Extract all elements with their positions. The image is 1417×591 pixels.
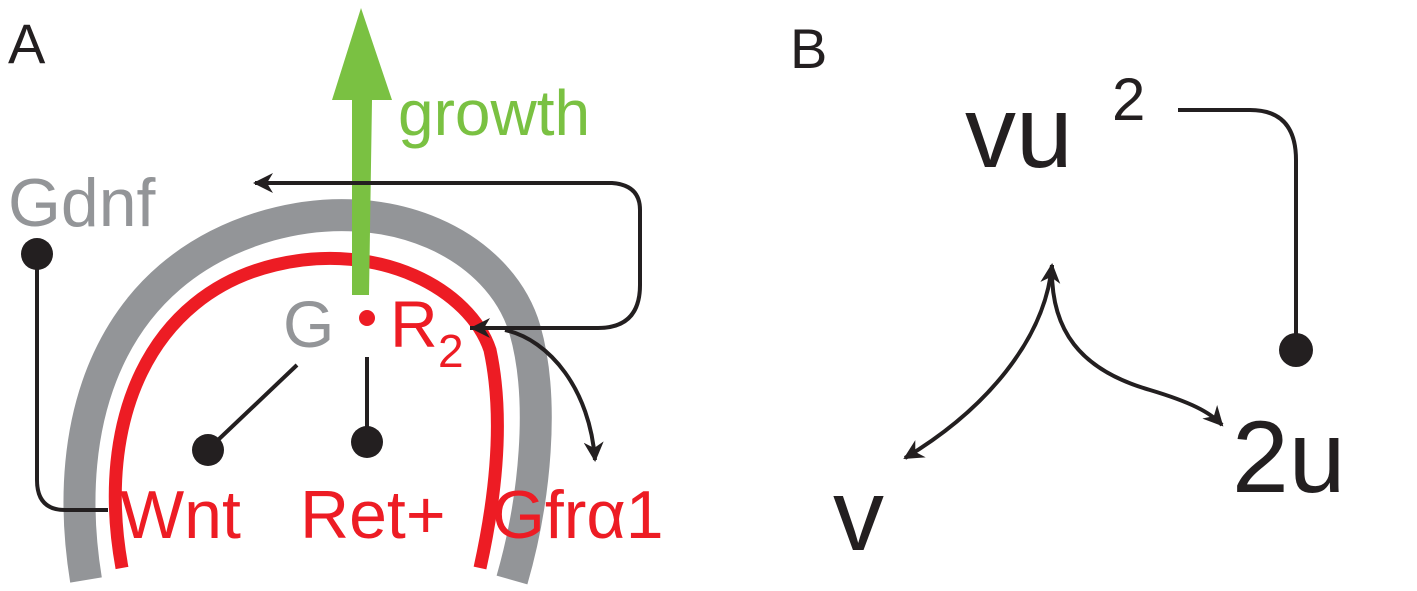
gdnf-label: Gdnf [8,165,156,241]
vu2-term-base: vu [965,75,1073,189]
wnt-label: Wnt [120,477,241,553]
epithelium-gray-arch [63,199,552,585]
gfra1-label: Gfrα1 [492,477,664,553]
ret-label: Ret+ [300,477,446,553]
complex-wnt-link [216,363,299,442]
vu2-inhibition-dot [1279,333,1313,367]
panel-b-label: B [790,17,827,80]
complex-r-subscript: 2 [438,325,464,377]
v-to-vu2-arrow [903,263,1061,460]
v-term: v [833,458,884,572]
r2-to-gfra1-arrow [504,328,604,462]
complex-g-label: G [283,287,334,361]
gdnf-inhibition-dot [21,238,53,270]
complex-dot [359,310,375,326]
vu2-inhibition-line [1178,108,1298,340]
branch-to-2u-arrow [1049,264,1224,427]
two-u-term: 2u [1232,400,1345,514]
growth-label: growth [398,77,590,149]
ret-inhibition-dot [351,426,383,458]
membrane-red-arch [108,251,504,570]
gdnf-wnt-link [35,268,108,512]
wnt-inhibition-dot [192,434,224,466]
growth-arrow [332,8,392,295]
feedback-loop-arrow [253,173,642,330]
vu2-term-exponent: 2 [1112,66,1145,133]
complex-r-label: R [390,287,438,361]
panel-a-label: A [8,12,46,75]
